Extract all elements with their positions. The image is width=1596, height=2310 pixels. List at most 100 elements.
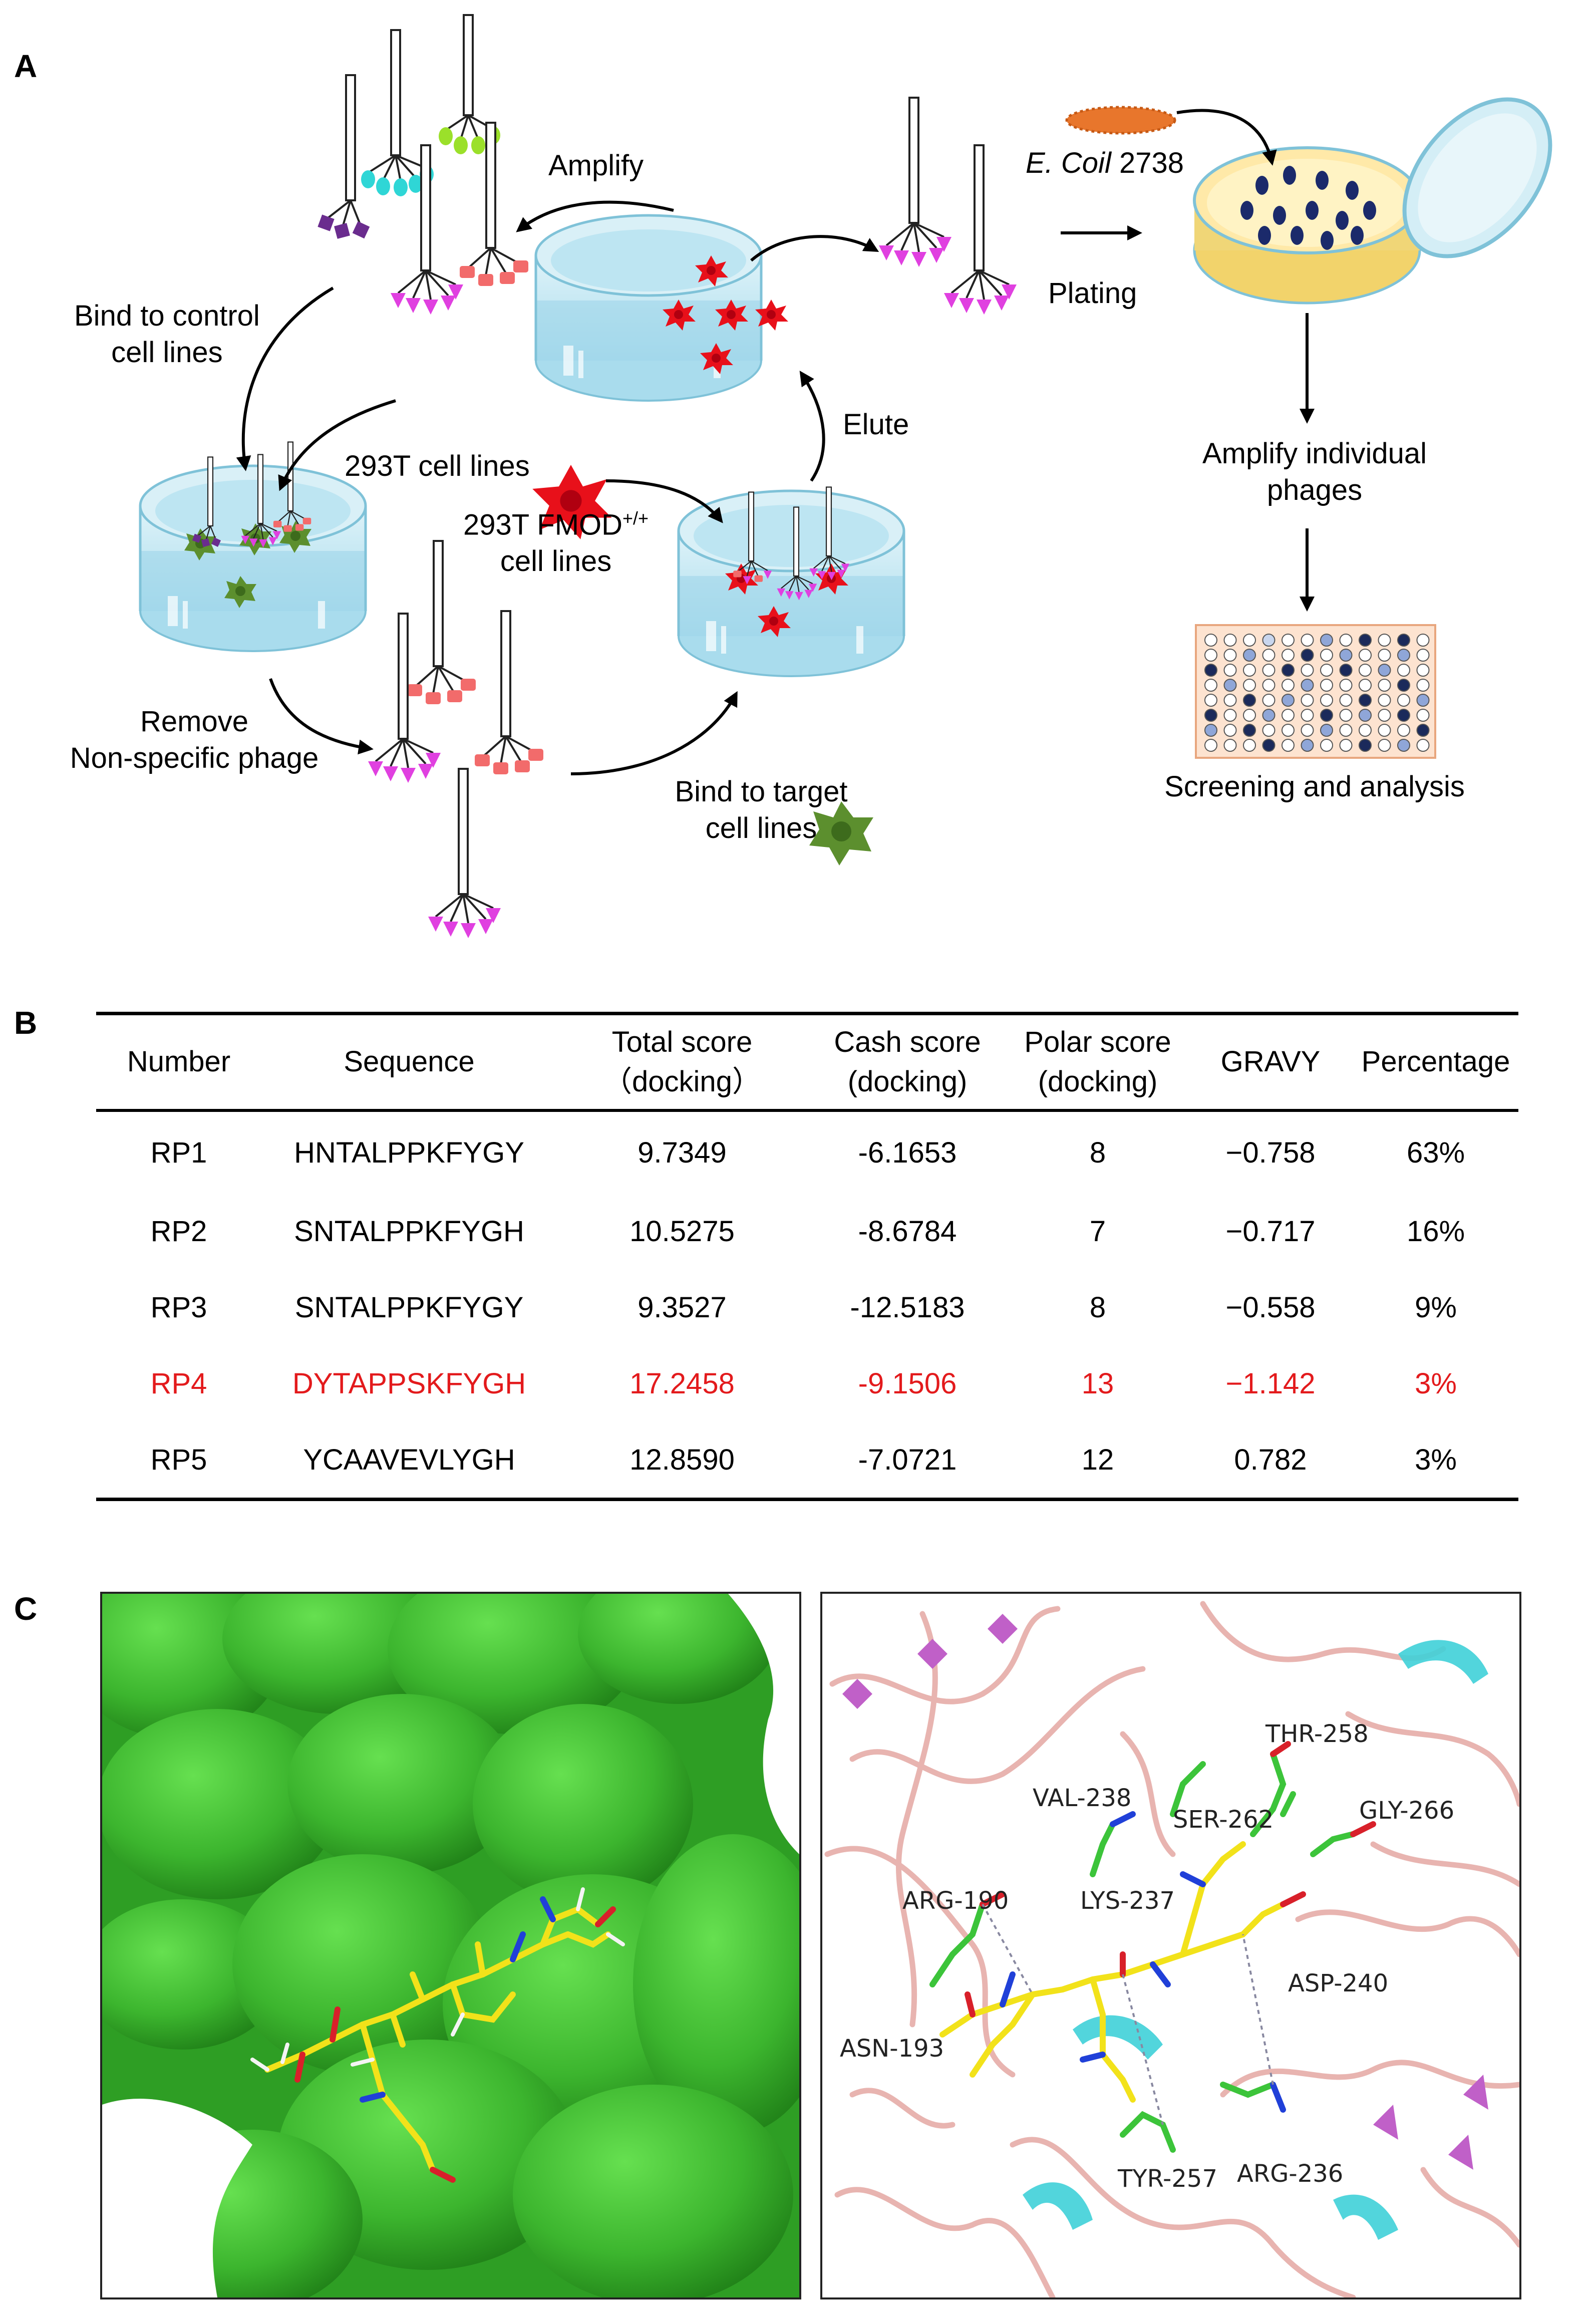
label-ecoli: E. Coil 2738: [1026, 145, 1184, 182]
residue-arg-190: ARG-190: [902, 1887, 1009, 1915]
well: [1223, 694, 1237, 707]
well: [1204, 664, 1217, 677]
table-cell: -12.5183: [850, 1291, 965, 1324]
table-cell: 9%: [1415, 1291, 1457, 1324]
well: [1397, 664, 1410, 677]
header-line-2: (docking): [847, 1065, 968, 1098]
label-amplify: Amplify: [548, 149, 644, 182]
well: [1378, 664, 1391, 677]
label-fmod-prefix: 293T FMOD: [463, 508, 623, 541]
well: [1301, 679, 1314, 692]
well: [1339, 664, 1353, 677]
header-line-1: Number: [127, 1045, 231, 1078]
well: [1339, 694, 1353, 707]
label-293t-cells: 293T cell lines: [345, 450, 530, 482]
well: [1301, 709, 1314, 722]
label-plating: Plating: [1048, 277, 1137, 310]
ribbon-interaction-view: THR-258 VAL-238 SER-262 GLY-266 ARG-190 …: [820, 1592, 1521, 2299]
table-bottom-rule: [96, 1498, 1518, 1501]
well: [1359, 649, 1372, 662]
well: [1397, 739, 1410, 752]
well: [1397, 679, 1410, 692]
table-cell: -7.0721: [858, 1443, 957, 1476]
table-cell: SNTALPPKFYGH: [294, 1215, 524, 1248]
table-cell: −1.142: [1225, 1367, 1316, 1400]
table-cell: SNTALPPKFYGY: [294, 1291, 524, 1324]
well: [1301, 634, 1314, 647]
table-cell: RP2: [150, 1215, 207, 1248]
ribbon-render: [824, 1601, 1519, 2297]
header-line-1: GRAVY: [1220, 1045, 1321, 1078]
panel-label-a: A: [14, 48, 38, 84]
table-cell: 8: [1089, 1291, 1106, 1324]
well: [1359, 664, 1372, 677]
well: [1204, 739, 1217, 752]
residue-asp-240: ASP-240: [1288, 1969, 1389, 1997]
well: [1416, 694, 1430, 707]
well: [1359, 739, 1372, 752]
well: [1301, 739, 1314, 752]
residue-val-238: VAL-238: [1033, 1784, 1132, 1812]
residue-thr-258: THR-258: [1265, 1720, 1369, 1748]
well: [1339, 679, 1353, 692]
table-cell: −0.558: [1225, 1291, 1316, 1324]
well: [1416, 664, 1430, 677]
well: [1282, 634, 1295, 647]
well: [1223, 724, 1237, 737]
table-cell: RP1: [150, 1136, 207, 1169]
well: [1262, 694, 1275, 707]
table-header-cell: GRAVY: [1188, 1015, 1353, 1110]
table-cell: 63%: [1406, 1136, 1465, 1169]
well: [1320, 739, 1333, 752]
table-cell: 13: [1081, 1367, 1114, 1400]
residue-ser-262: SER-262: [1173, 1806, 1274, 1834]
well: [1378, 739, 1391, 752]
label-bind-control-line2: cell lines: [111, 336, 223, 369]
well: [1204, 694, 1217, 707]
table-cell: −0.717: [1225, 1215, 1316, 1248]
table-cell: 12.8590: [629, 1443, 735, 1476]
well: [1243, 709, 1256, 722]
header-line-1: Cash score: [834, 1026, 981, 1059]
table-cell: HNTALPPKFYGY: [294, 1136, 524, 1169]
table-cell: 10.5275: [629, 1215, 735, 1248]
table-cell: RP5: [150, 1443, 207, 1476]
well: [1262, 709, 1275, 722]
well: [1301, 724, 1314, 737]
table-cell: 9.7349: [637, 1136, 727, 1169]
well: [1320, 634, 1333, 647]
well: [1243, 739, 1256, 752]
well: [1397, 634, 1410, 647]
well: [1262, 739, 1275, 752]
table-cell: -8.6784: [858, 1215, 957, 1248]
table-cell: 7: [1089, 1215, 1106, 1248]
label-fmod-cells: 293T FMOD+/+ cell lines: [463, 507, 649, 580]
label-fmod-sup: +/+: [622, 508, 649, 528]
residue-asn-193: ASN-193: [840, 2035, 944, 2063]
well: [1378, 694, 1391, 707]
well: [1339, 724, 1353, 737]
well: [1339, 739, 1353, 752]
label-bind-control-line1: Bind to control: [74, 300, 260, 332]
residue-gly-266: GLY-266: [1359, 1797, 1455, 1825]
table-cell: 3%: [1415, 1367, 1457, 1400]
well: [1378, 649, 1391, 662]
header-line-1: Total score: [611, 1026, 753, 1059]
well: [1320, 664, 1333, 677]
well: [1301, 664, 1314, 677]
well: [1339, 649, 1353, 662]
label-bind-target-line2: cell lines: [705, 811, 817, 844]
label-amplify-individual: Amplify individual phages: [1189, 436, 1440, 508]
well: [1397, 709, 1410, 722]
well: [1282, 649, 1295, 662]
well: [1262, 634, 1275, 647]
table-cell: 8: [1089, 1136, 1106, 1169]
well: [1223, 664, 1237, 677]
well: [1301, 649, 1314, 662]
